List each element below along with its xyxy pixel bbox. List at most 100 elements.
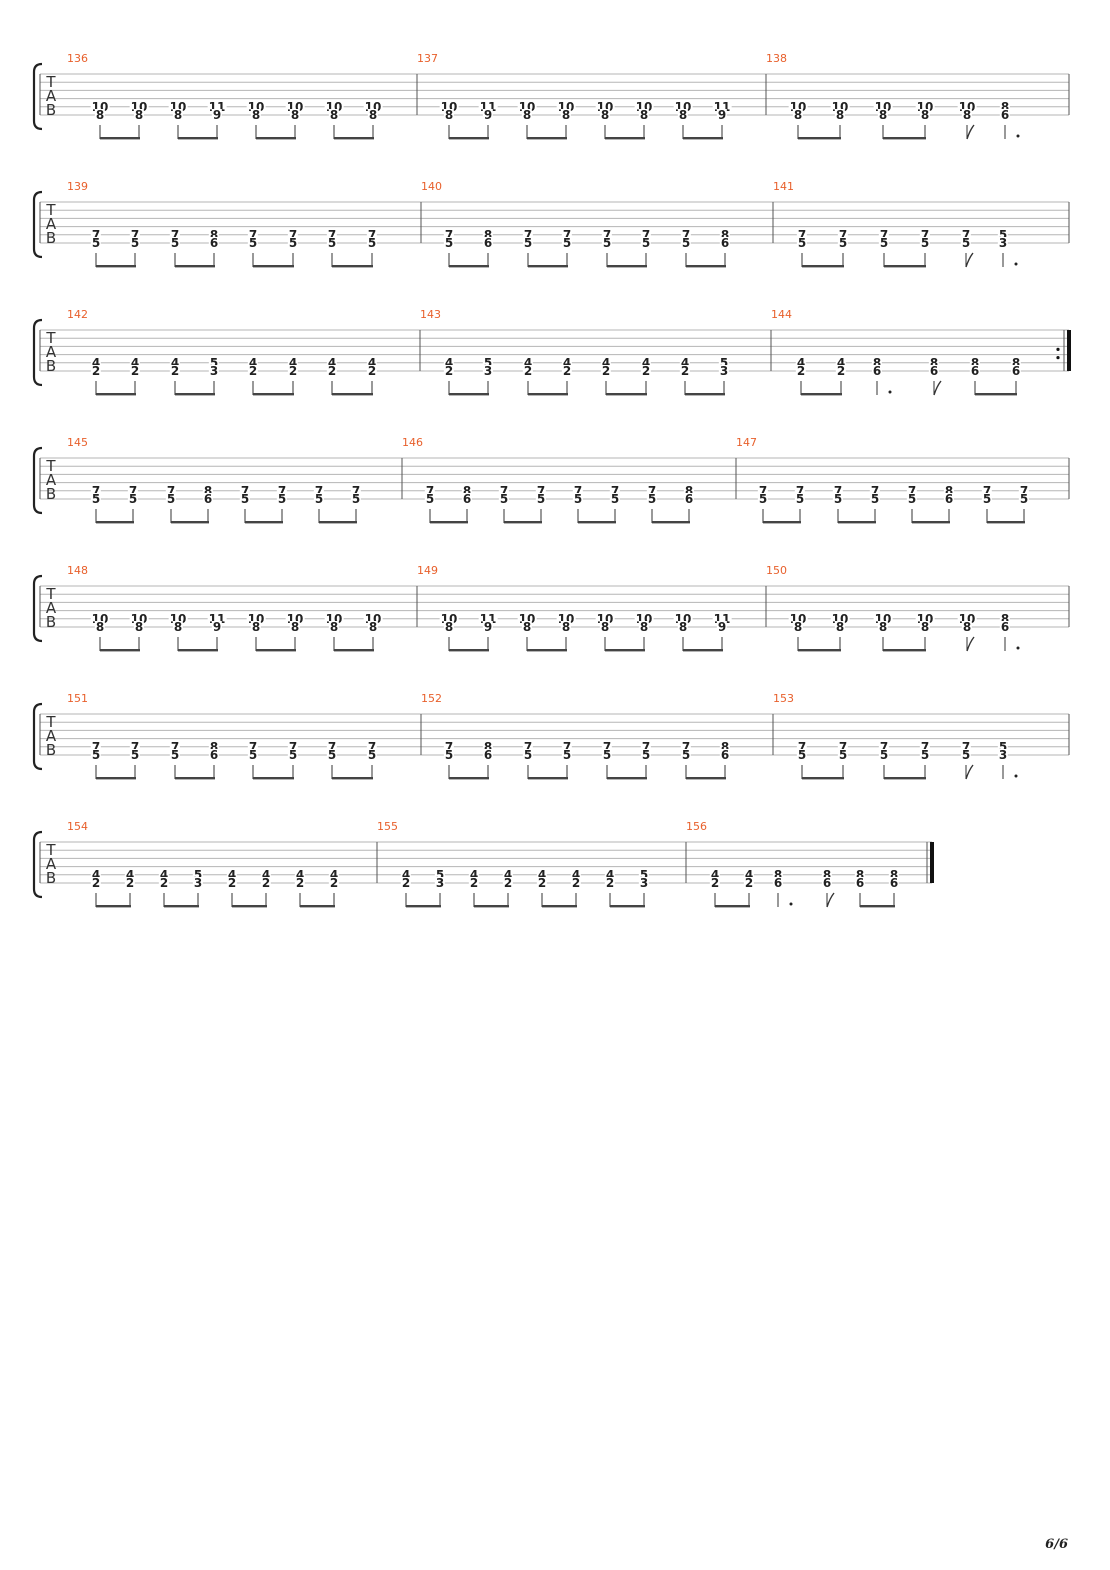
fret-number: 2 <box>400 876 412 890</box>
measure-number: 156 <box>686 820 707 833</box>
note-beam <box>164 905 199 908</box>
note-beam <box>884 777 926 780</box>
fret-number: 8 <box>172 620 184 634</box>
fret-number: 2 <box>90 876 102 890</box>
fret-number: 9 <box>482 108 494 122</box>
fret-number: 7 <box>680 739 692 754</box>
fret-number: 2 <box>443 364 455 378</box>
note-beam <box>884 265 926 268</box>
fret-number: 8 <box>208 739 220 754</box>
fret-number: 5 <box>919 748 931 762</box>
note-beam <box>334 137 374 140</box>
fret-number: 5 <box>832 492 844 506</box>
fret-number: 6 <box>999 620 1011 634</box>
fret-number: 9 <box>211 620 223 634</box>
fret-number: 8 <box>834 108 846 122</box>
fret-number: 2 <box>226 876 238 890</box>
fret-number: 7 <box>424 483 436 498</box>
note-beam <box>100 137 140 140</box>
fret-number: 8 <box>683 483 695 498</box>
fret-number: 2 <box>536 876 548 890</box>
fret-number: 5 <box>424 492 436 506</box>
fret-number: 6 <box>969 364 981 378</box>
measure-number: 141 <box>773 180 794 193</box>
fret-number: 5 <box>640 236 652 250</box>
fret-number: 5 <box>326 748 338 762</box>
fret-number: 6 <box>943 492 955 506</box>
fret-number: 5 <box>796 236 808 250</box>
fret-number: 7 <box>1018 483 1030 498</box>
fret-number: 9 <box>482 620 494 634</box>
system-bracket <box>32 318 43 387</box>
fret-number: 8 <box>969 355 981 370</box>
measure-number: 147 <box>736 436 757 449</box>
measure-number: 154 <box>67 820 88 833</box>
tab-staff <box>32 318 1071 396</box>
fret-number: 5 <box>646 492 658 506</box>
fret-number: 4 <box>90 355 102 370</box>
fret-number: 4 <box>326 355 338 370</box>
fret-number: 8 <box>792 620 804 634</box>
fret-number: 7 <box>646 483 658 498</box>
fret-number: 8 <box>461 483 473 498</box>
tab-clef-letter: T <box>46 713 56 731</box>
fret-number: 8 <box>133 620 145 634</box>
measure-number: 145 <box>67 436 88 449</box>
note-beam <box>883 137 926 140</box>
tab-clef-letter: A <box>45 215 57 233</box>
fret-number: 4 <box>294 867 306 882</box>
fret-number: 4 <box>443 355 455 370</box>
fret-number: 5 <box>169 236 181 250</box>
fret-number: 7 <box>443 739 455 754</box>
fret-number: 5 <box>796 748 808 762</box>
note-beam <box>860 905 895 908</box>
fret-number: 7 <box>276 483 288 498</box>
fret-number: 7 <box>535 483 547 498</box>
repeat-dot <box>1056 347 1060 351</box>
fret-number: 5 <box>276 492 288 506</box>
fret-number: 7 <box>165 483 177 498</box>
fret-number: 5 <box>366 748 378 762</box>
fret-number: 2 <box>795 364 807 378</box>
fret-number: 8 <box>943 483 955 498</box>
fret-number: 5 <box>561 236 573 250</box>
measure-number: 153 <box>773 692 794 705</box>
fret-number: 7 <box>572 483 584 498</box>
tab-clef-letter: B <box>45 485 57 503</box>
fret-number: 7 <box>350 483 362 498</box>
fret-number: 8 <box>877 620 889 634</box>
note-beam <box>449 265 489 268</box>
fret-number: 8 <box>677 620 689 634</box>
tab-staff <box>32 62 1070 140</box>
fret-number: 5 <box>561 748 573 762</box>
fret-number: 5 <box>718 355 730 370</box>
fret-number: 8 <box>719 739 731 754</box>
dot <box>1016 646 1020 650</box>
measure-number: 149 <box>417 564 438 577</box>
fret-number: 8 <box>599 620 611 634</box>
tab-clef-letter: A <box>45 343 57 361</box>
system-bracket <box>32 830 43 899</box>
fret-number: 7 <box>522 739 534 754</box>
fret-number: 4 <box>124 867 136 882</box>
fret-number: 8 <box>599 108 611 122</box>
fret-number: 4 <box>709 867 721 882</box>
note-beam <box>430 521 468 524</box>
fret-number: 4 <box>570 867 582 882</box>
fret-number: 6 <box>719 748 731 762</box>
measure-number: 136 <box>67 52 88 65</box>
fret-number: 4 <box>522 355 534 370</box>
note-beam <box>607 265 647 268</box>
fret-number: 6 <box>821 876 833 890</box>
fret-number: 2 <box>468 876 480 890</box>
fret-number: 7 <box>287 739 299 754</box>
note-beam <box>975 393 1017 396</box>
note-beam <box>686 777 726 780</box>
fret-number: 6 <box>208 236 220 250</box>
fret-number: 8 <box>289 108 301 122</box>
system-bracket <box>32 62 43 131</box>
measure-number: 152 <box>421 692 442 705</box>
